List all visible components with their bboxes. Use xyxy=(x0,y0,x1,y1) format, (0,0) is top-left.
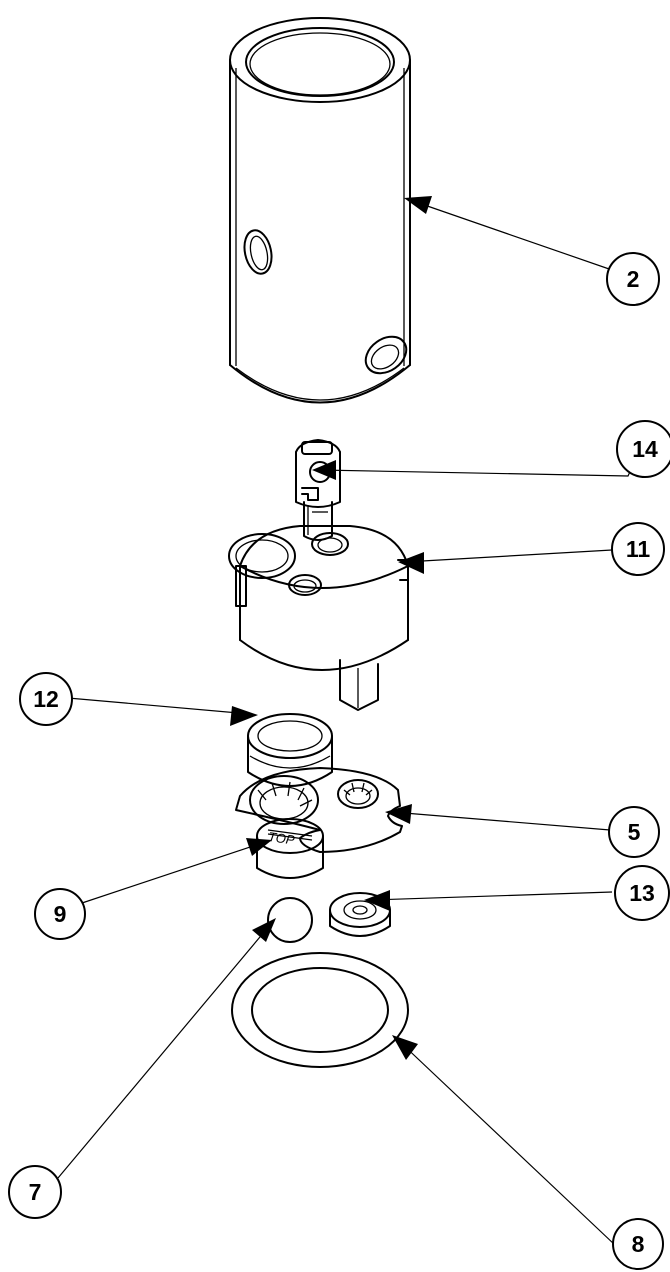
callout-label-9: 9 xyxy=(54,901,67,927)
part-7-ball xyxy=(267,897,313,943)
callout-14: 14 xyxy=(616,420,670,478)
part-14-stem xyxy=(295,439,341,541)
callout-label-8: 8 xyxy=(632,1231,645,1257)
part-2-housing xyxy=(229,17,411,404)
callout-label-5: 5 xyxy=(628,819,641,845)
part-9-retainer xyxy=(256,818,324,879)
leader-lines xyxy=(57,196,641,1246)
callout-label-2: 2 xyxy=(627,266,640,292)
callout-11: 11 xyxy=(611,522,665,576)
callout-8: 8 xyxy=(612,1218,664,1270)
callout-12: 12 xyxy=(19,672,73,726)
part-11-cartridge xyxy=(228,525,409,711)
callout-label-7: 7 xyxy=(29,1179,42,1205)
callout-5: 5 xyxy=(608,806,660,858)
callout-label-13: 13 xyxy=(629,880,655,906)
callout-label-12: 12 xyxy=(33,686,59,712)
callout-2: 2 xyxy=(606,252,660,306)
callout-label-11: 11 xyxy=(626,536,651,562)
part-5-seal-plate: TOP xyxy=(235,767,403,853)
top-mark-label: TOP xyxy=(267,829,296,848)
callout-7: 7 xyxy=(8,1165,62,1219)
callout-label-14: 14 xyxy=(632,436,658,462)
callout-9: 9 xyxy=(34,888,86,940)
part-12-seat-ring xyxy=(247,713,333,787)
part-8-o-ring xyxy=(231,952,409,1068)
callout-13: 13 xyxy=(614,865,670,921)
